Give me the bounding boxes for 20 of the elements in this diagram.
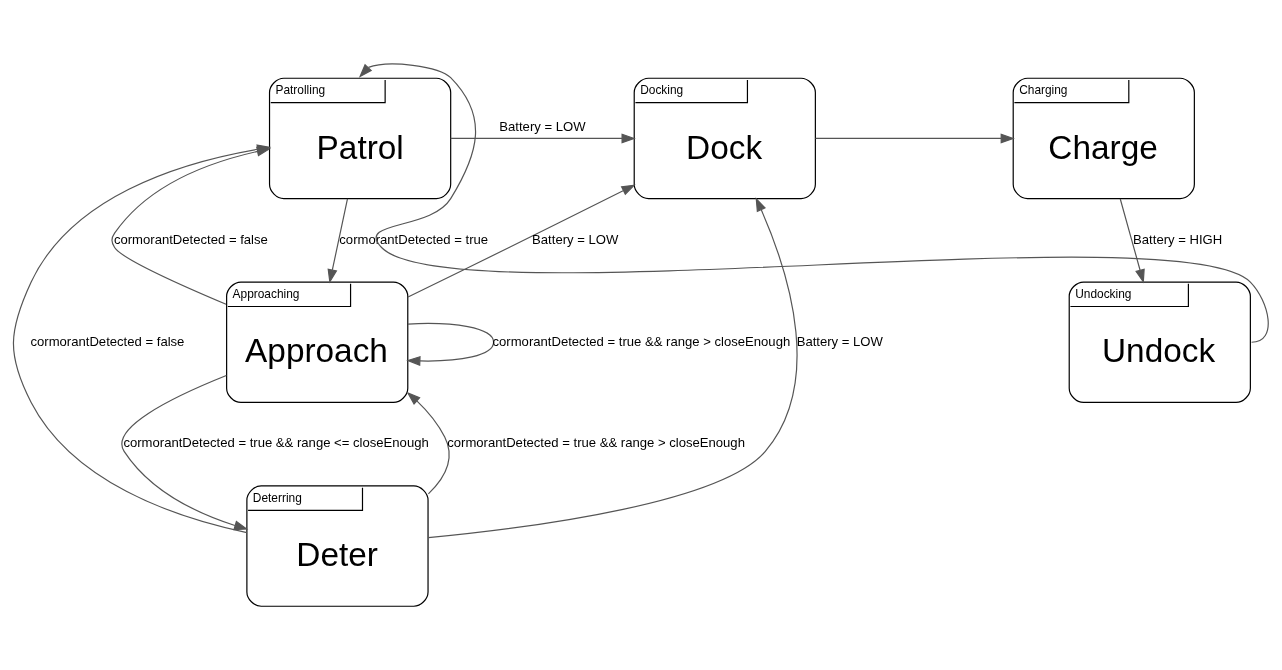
- arrow: [1119, 198, 1145, 284]
- arrow: [121, 374, 249, 531]
- arrow: [406, 391, 450, 495]
- edge-label: cormorantDetected = true && range <= closeEnough: [123, 435, 429, 451]
- arrow: [450, 133, 636, 144]
- edge-label: cormorantDetected = false: [30, 333, 185, 349]
- edge-label: Battery = LOW: [796, 333, 883, 349]
- edge-label: cormorantDetected = true: [339, 231, 489, 247]
- edge-label: cormorantDetected = true && range > closeEnough: [447, 435, 745, 451]
- arrow: [406, 322, 495, 366]
- edge-label: Battery = LOW: [499, 119, 586, 135]
- arrow: [358, 63, 1269, 343]
- edge-label: cormorantDetected = true && range > closeEnough: [492, 333, 791, 349]
- edge-label: Battery = LOW: [532, 231, 619, 247]
- edge-label: cormorantDetected = false: [113, 231, 268, 247]
- arrow: [407, 184, 636, 298]
- arrow: [427, 197, 798, 539]
- arrow: [327, 198, 349, 284]
- edge-label: Battery = HIGH: [1133, 231, 1223, 247]
- arrow: [814, 133, 1015, 144]
